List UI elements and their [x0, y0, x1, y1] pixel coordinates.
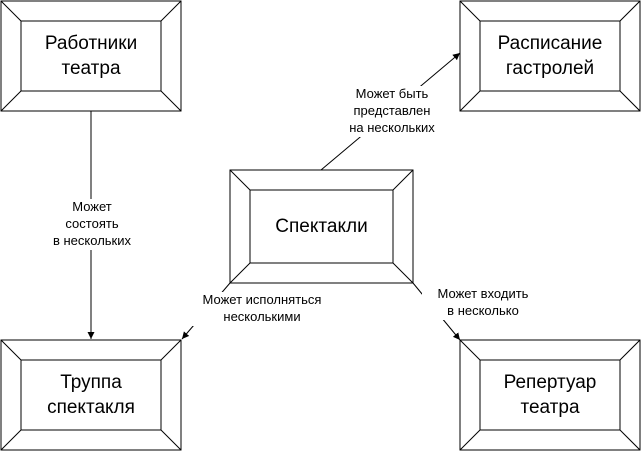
node-repertoire-frame: [459, 339, 641, 451]
edge-label-performances-to-schedule: Может быть представлен на нескольких: [339, 86, 445, 137]
edge-label-performances-to-troupe: Может исполняться несколькими: [186, 292, 338, 326]
node-repertoire-line2: театра: [520, 397, 580, 418]
node-schedule-frame: [459, 0, 641, 112]
node-workers: Работники театра: [21, 21, 161, 91]
edge-label-line: Может: [72, 199, 112, 214]
edge-label-line: состоять: [65, 215, 119, 231]
node-performances-frame: [229, 169, 414, 284]
node-schedule: Расписание гастролей: [480, 21, 620, 91]
node-troupe-line2: спектакля: [47, 397, 135, 418]
node-troupe-line1: Труппа: [60, 371, 122, 393]
node-schedule-line2: гастролей: [505, 58, 595, 79]
node-troupe: Труппа спектакля: [21, 360, 161, 430]
edge-label-line: в нескольких: [52, 232, 131, 248]
node-performances-line1: Спектакли: [275, 215, 368, 237]
edge-label-line: в несколько: [447, 302, 519, 318]
node-workers-line2: театра: [61, 58, 121, 79]
node-troupe-frame: [0, 339, 182, 451]
edge-label-line: представлен: [353, 102, 431, 118]
node-workers-line1: Работники: [44, 32, 138, 54]
edge-label-performances-to-repertoire: Может входить в несколько: [422, 286, 544, 320]
node-repertoire: Репертуар театра: [480, 360, 620, 430]
edge-label-line: Может входить: [437, 286, 529, 301]
edge-label-line: Может исполняться: [202, 292, 322, 307]
edge-label-line: на нескольких: [349, 119, 435, 135]
node-schedule-line1: Расписание: [497, 32, 603, 54]
node-repertoire-line1: Репертуар: [503, 371, 597, 393]
edge-label-line: Может быть: [355, 86, 429, 101]
edge-label-workers-to-troupe: Может состоять в нескольких: [41, 199, 143, 250]
edge-label-line: несколькими: [223, 308, 301, 324]
node-performances: Спектакли: [250, 190, 393, 263]
node-workers-frame: [0, 0, 182, 112]
